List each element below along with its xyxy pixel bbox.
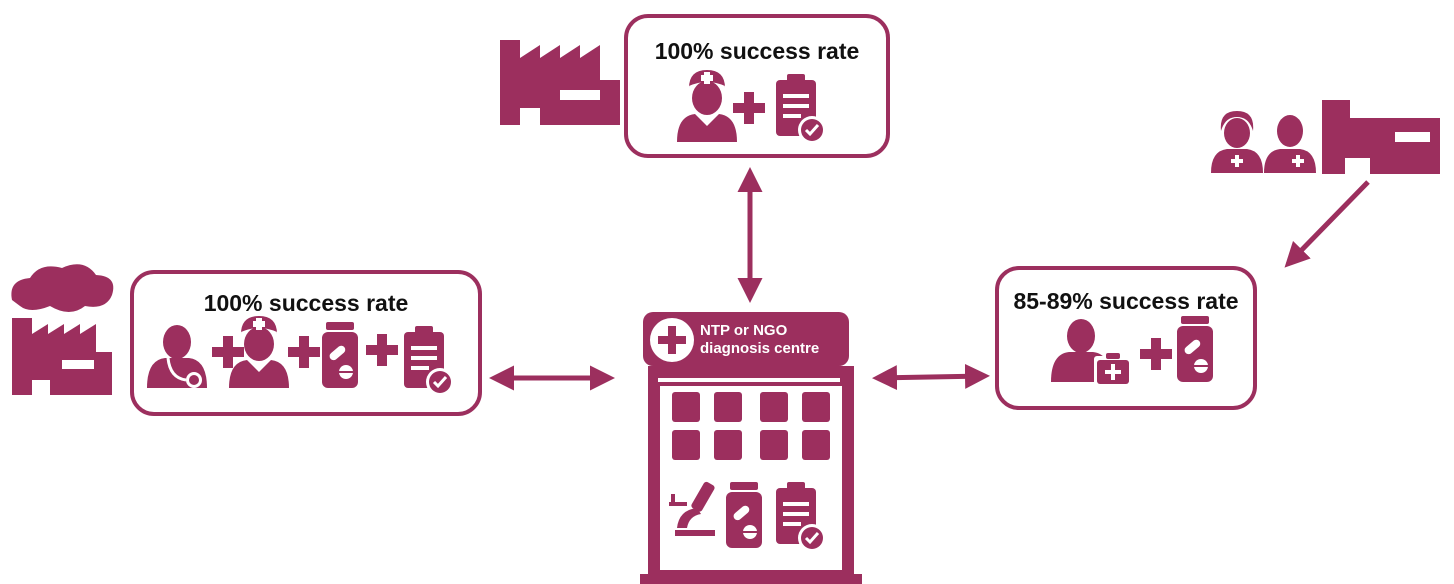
male-health-worker-icon — [1264, 115, 1316, 173]
first-aid-kit-icon — [1094, 353, 1132, 386]
diagnosis-centre — [640, 312, 862, 584]
node-left: 100% success rate — [130, 270, 482, 416]
arrow-workers-right — [1284, 180, 1370, 268]
microscope-icon — [669, 481, 715, 536]
doctor-icon — [147, 325, 207, 388]
hospital-cross-icon — [650, 318, 694, 362]
polluting-factory-icon — [11, 264, 114, 395]
centre-label-line1: NTP or NGO — [700, 322, 788, 339]
node-right-title: 85-89% success rate — [1013, 288, 1239, 314]
centre-label-line2: diagnosis centre — [700, 340, 820, 357]
node-left-title: 100% success rate — [203, 290, 409, 316]
arrow-right-centre — [872, 363, 990, 391]
centre-label: NTP or NGO diagnosis centre — [700, 322, 819, 358]
small-factory-icon — [1322, 100, 1440, 174]
female-health-worker-icon — [1211, 111, 1263, 173]
node-top: 100% success rate — [624, 14, 890, 158]
node-top-title: 100% success rate — [654, 38, 860, 64]
factory-icon — [500, 40, 620, 125]
node-right: 85-89% success rate — [995, 266, 1257, 410]
connections — [489, 167, 1370, 391]
